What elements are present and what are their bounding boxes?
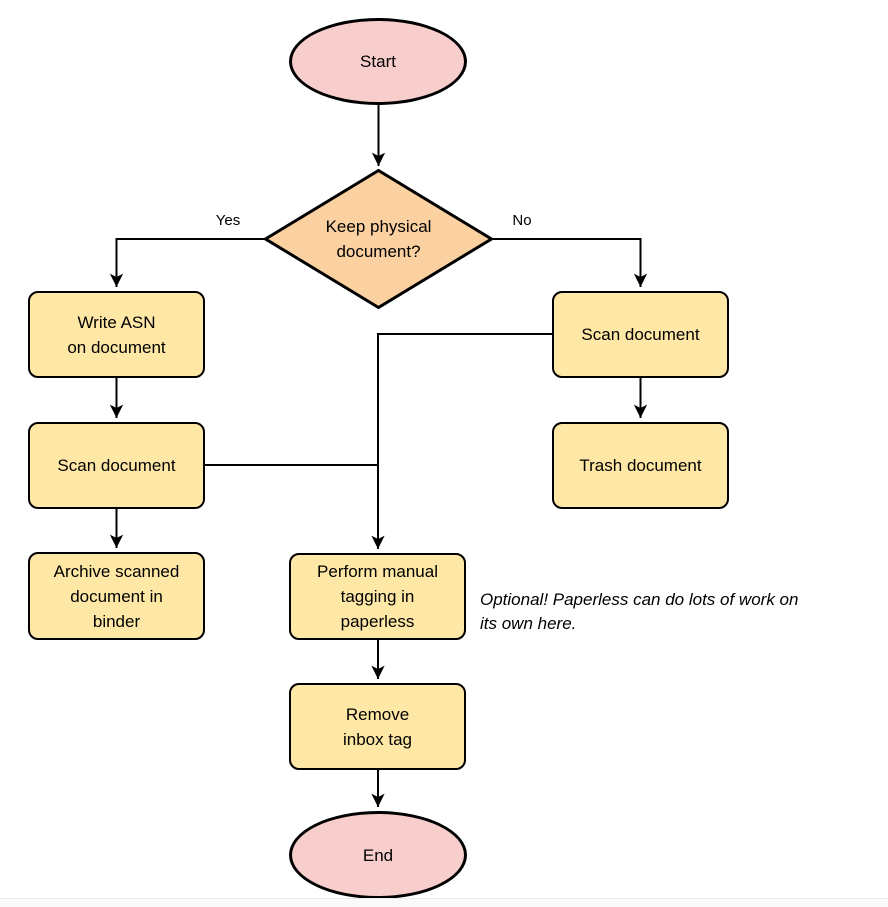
start-node: Start bbox=[289, 18, 467, 105]
edge-decision-yes bbox=[109, 238, 266, 287]
no-edge-label: No bbox=[512, 212, 532, 229]
scan-document-left-node: Scan document bbox=[28, 422, 205, 509]
end-node: End bbox=[289, 811, 467, 899]
page-bottom-divider bbox=[0, 898, 888, 907]
trash-document-label: Trash document bbox=[579, 456, 702, 475]
optional-annotation: Optional! Paperless can do lots of work … bbox=[480, 590, 799, 633]
remove-inbox-tag-label: Remove inbox tag bbox=[343, 704, 412, 749]
manual-tagging-label: Perform manual tagging in paperless bbox=[317, 562, 438, 631]
yes-edge-label: Yes bbox=[215, 212, 241, 229]
scan-document-left-label: Scan document bbox=[57, 456, 176, 475]
archive-node: Archive scanned document in binder bbox=[28, 552, 205, 640]
edge-decision-no bbox=[491, 238, 648, 287]
scan-document-right-label: Scan document bbox=[581, 325, 700, 344]
edge-scanright-tagging bbox=[371, 333, 552, 549]
decision-node: Keep physical document? bbox=[268, 174, 489, 304]
archive-label: Archive scanned document in binder bbox=[53, 561, 180, 631]
decision-diamond-shape bbox=[262, 168, 495, 310]
remove-inbox-tag-node: Remove inbox tag bbox=[289, 683, 466, 770]
write-asn-label: Write ASN on document bbox=[67, 312, 166, 357]
scan-document-right-node: Scan document bbox=[552, 291, 729, 378]
write-asn-node: Write ASN on document bbox=[28, 291, 205, 378]
manual-tagging-node: Perform manual tagging in paperless bbox=[289, 553, 466, 640]
end-label: End bbox=[362, 845, 394, 865]
decision-label: Keep physical document? bbox=[325, 217, 432, 261]
trash-document-node: Trash document bbox=[552, 422, 729, 509]
start-label: Start bbox=[360, 52, 396, 71]
